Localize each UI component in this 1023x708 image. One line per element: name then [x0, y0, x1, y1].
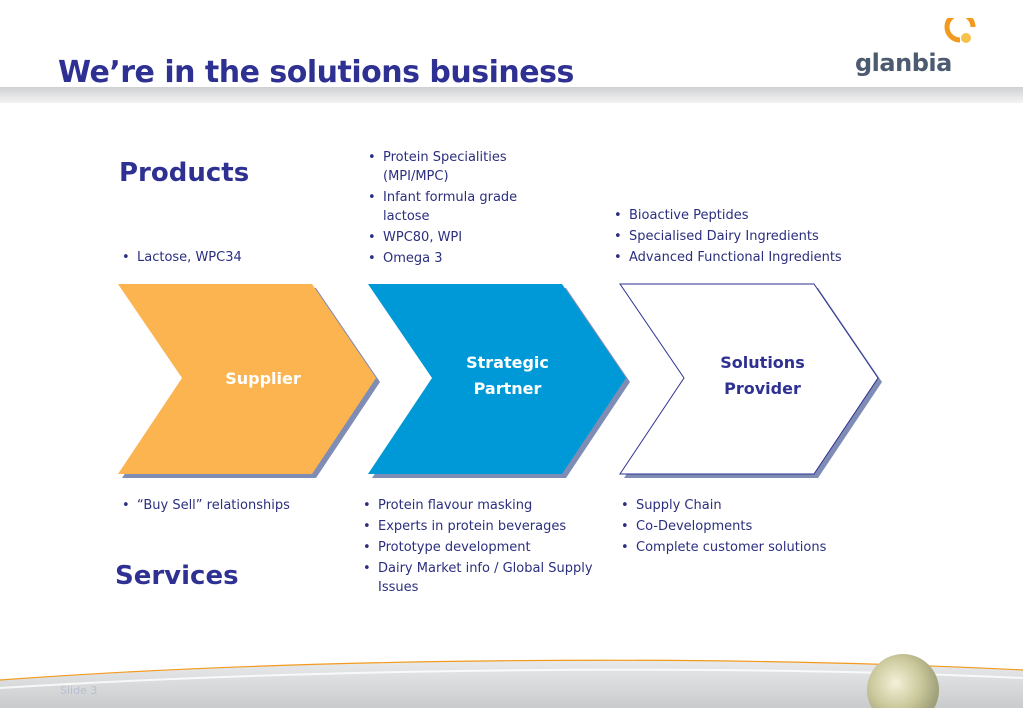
products-heading: Products: [119, 158, 250, 188]
list-item: Protein Specialities (MPI/MPC): [366, 148, 531, 186]
chevron-supplier: [118, 284, 380, 478]
services-list-supplier: “Buy Sell” relationships: [120, 496, 320, 517]
logo-swirl-icon: [944, 18, 976, 43]
list-item: Co-Developments: [619, 517, 859, 536]
list-item: Complete customer solutions: [619, 538, 859, 557]
list-item: Prototype development: [361, 538, 601, 557]
list-item: Protein flavour masking: [361, 496, 601, 515]
list-item: Advanced Functional Ingredients: [612, 248, 872, 267]
title-underline-bar: [0, 87, 1023, 103]
globe-icon: [867, 654, 939, 708]
list-item: Dairy Market info / Global Supply Issues: [361, 559, 601, 597]
services-list-strategic: Protein flavour masking Experts in prote…: [361, 496, 601, 599]
products-list-supplier: Lactose, WPC34: [120, 248, 320, 269]
list-item: Supply Chain: [619, 496, 859, 515]
products-list-strategic: Protein Specialities (MPI/MPC) Infant fo…: [366, 148, 531, 270]
glanbia-logo: [852, 18, 982, 80]
list-item: Specialised Dairy Ingredients: [612, 227, 872, 246]
slide-title: We’re in the solutions business: [58, 55, 574, 90]
stage-label-strategic-partner: Strategic Partner: [466, 353, 549, 398]
services-list-solutions: Supply Chain Co-Developments Complete cu…: [619, 496, 859, 559]
products-list-solutions: Bioactive Peptides Specialised Dairy Ing…: [612, 206, 872, 269]
footer-swoosh: [0, 654, 1023, 708]
list-item: Infant formula grade lactose: [366, 188, 531, 226]
list-item: Experts in protein beverages: [361, 517, 601, 536]
chevron-solutions-provider: [619, 283, 882, 478]
list-item: Bioactive Peptides: [612, 206, 872, 225]
services-heading: Services: [115, 561, 239, 591]
value-chain-chevrons: [118, 283, 882, 478]
list-item: Omega 3: [366, 249, 531, 268]
stage-label-supplier: Supplier: [225, 369, 301, 388]
list-item: Lactose, WPC34: [120, 248, 320, 267]
logo-text: glanbia: [855, 49, 952, 77]
stage-label-solutions-provider: Solutions Provider: [720, 353, 805, 398]
list-item: “Buy Sell” relationships: [120, 496, 320, 515]
chevron-strategic-partner: [368, 284, 630, 478]
slide-number: Slide 3: [60, 684, 98, 697]
list-item: WPC80, WPI: [366, 228, 531, 247]
